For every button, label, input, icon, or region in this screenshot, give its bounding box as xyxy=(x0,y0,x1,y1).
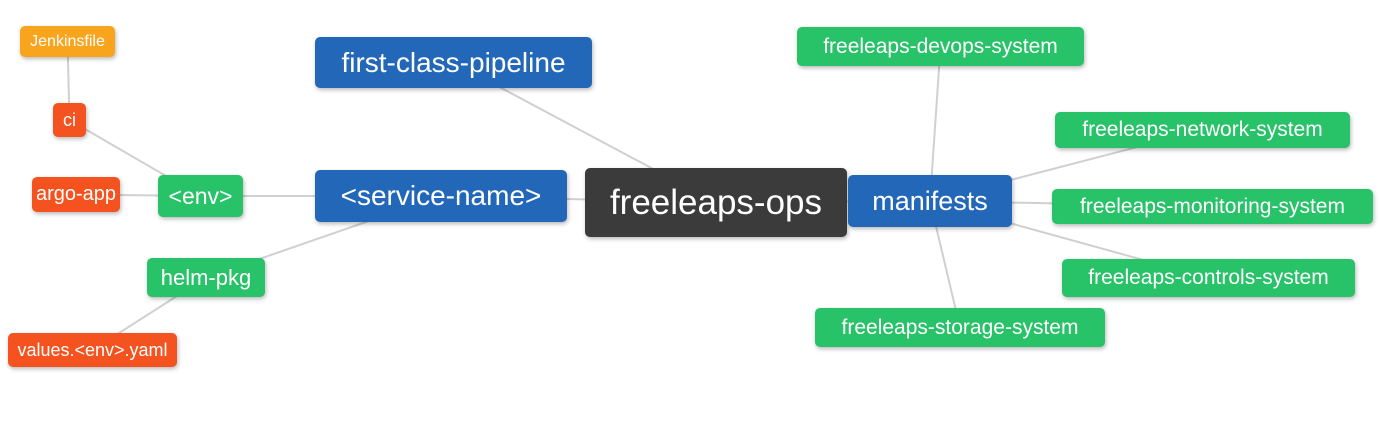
node-helm-pkg[interactable]: helm-pkg xyxy=(147,258,265,297)
node-freeleaps-storage-system[interactable]: freeleaps-storage-system xyxy=(815,308,1105,347)
node-freeleaps-devops-system[interactable]: freeleaps-devops-system xyxy=(797,27,1084,66)
node-freeleaps-monitoring-system[interactable]: freeleaps-monitoring-system xyxy=(1052,189,1373,224)
node-freeleaps-controls-system[interactable]: freeleaps-controls-system xyxy=(1062,259,1355,297)
node-first-class-pipeline[interactable]: first-class-pipeline xyxy=(315,37,592,88)
node-values-env-yaml[interactable]: values.<env>.yaml xyxy=(8,333,177,367)
node-freeleaps-ops-root[interactable]: freeleaps-ops xyxy=(585,168,847,237)
node-env[interactable]: <env> xyxy=(158,175,243,217)
node-jenkinsfile[interactable]: Jenkinsfile xyxy=(20,26,115,57)
node-service-name[interactable]: <service-name> xyxy=(315,170,567,222)
node-manifests[interactable]: manifests xyxy=(848,175,1012,227)
node-freeleaps-network-system[interactable]: freeleaps-network-system xyxy=(1055,112,1350,148)
node-argo-app[interactable]: argo-app xyxy=(32,177,120,212)
node-ci[interactable]: ci xyxy=(53,103,86,137)
